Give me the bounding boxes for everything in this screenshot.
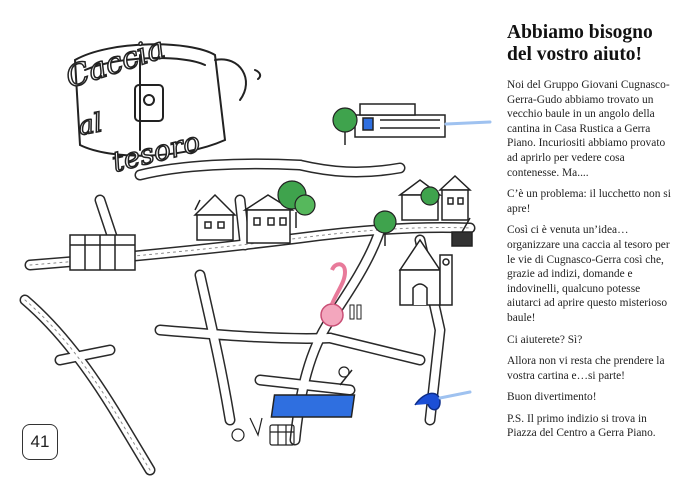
gondola-icon	[451, 217, 473, 247]
article-paragraph-7: P.S. Il primo indizio si trova in Piazza…	[507, 412, 656, 440]
article: Abbiamo bisogno del vostro aiuto! Noi de…	[507, 22, 672, 448]
speed-line	[444, 120, 492, 126]
map-buildings	[69, 103, 472, 306]
sport-sketches	[231, 417, 295, 446]
article-paragraph-4: Ci aiuterete? Sì?	[507, 333, 583, 346]
page-number: 41	[22, 424, 58, 460]
tree-3	[373, 210, 397, 246]
house-center	[193, 193, 237, 241]
article-paragraph-3: Così ci è venuta un’idea… organizzare un…	[507, 224, 670, 324]
hut	[194, 199, 201, 211]
pink-marker-icon	[320, 262, 362, 327]
tree-2	[277, 180, 316, 228]
logo-word-al: al	[76, 108, 105, 142]
logo-text: Caccia al tesoro	[61, 30, 204, 179]
church	[398, 238, 453, 306]
tree-1	[332, 107, 358, 145]
treasure-chest-logo	[73, 43, 262, 157]
tree-4	[420, 186, 440, 206]
treasure-hunt-map: Caccia al tesoro	[19, 30, 492, 476]
article-title-line1: Abbiamo bisogno	[507, 22, 653, 43]
wave-icon	[414, 390, 472, 411]
article-paragraph-1: Noi del Gruppo Giovani Cugnasco-Gerra-Gu…	[507, 79, 670, 179]
building-left	[69, 234, 136, 271]
building-school	[354, 103, 446, 138]
map-trees	[277, 107, 440, 246]
article-title: Abbiamo bisogno del vostro aiuto!	[507, 22, 672, 66]
article-paragraph-5: Allora non vi resta che prendere la vost…	[507, 355, 665, 382]
article-title-line2: del vostro aiuto!	[507, 44, 643, 65]
article-paragraph-6: Buon divertimento!	[507, 391, 597, 404]
swimming-pool	[270, 366, 356, 418]
house-tall	[242, 194, 295, 244]
article-paragraph-2: C’è un problema: il lucchetto non si apr…	[507, 188, 671, 215]
houses-right	[397, 174, 472, 221]
